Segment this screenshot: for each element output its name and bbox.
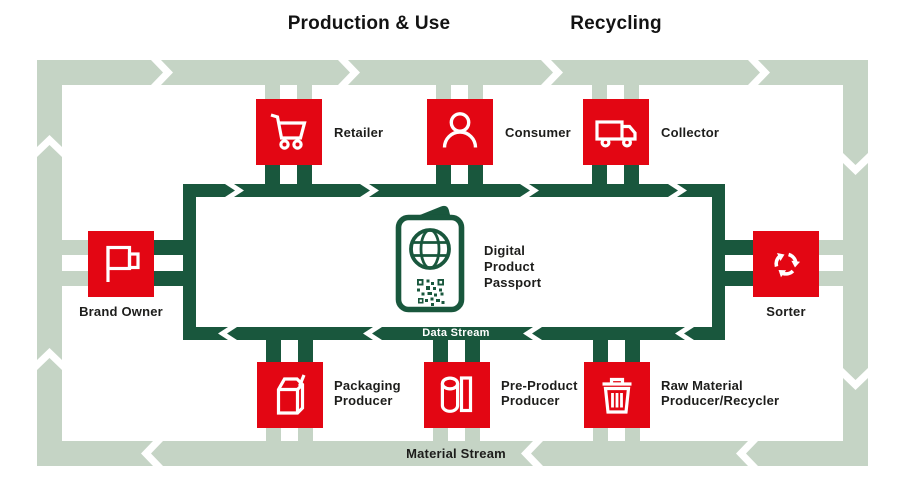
node-label-packaging-producer: Packaging Producer: [334, 378, 401, 408]
node-packaging-producer: [257, 362, 323, 428]
node-label-pre-product-producer: Pre-Product Producer: [501, 378, 578, 408]
node-retailer: [256, 99, 322, 165]
node-consumer: [427, 99, 493, 165]
data-arrow-slits: [218, 184, 694, 340]
data-connectors: [152, 164, 754, 363]
passport-icon: [395, 205, 465, 313]
roll-icon: [440, 376, 473, 413]
node-label-retailer: Retailer: [334, 125, 384, 140]
node-label-collector: Collector: [661, 125, 720, 140]
cart-icon: [270, 113, 307, 150]
node-label-brand-owner: Brand Owner: [79, 304, 163, 319]
node-label-consumer: Consumer: [505, 125, 571, 140]
node-brand-owner: [88, 231, 154, 297]
passport-label: Digital Product Passport: [484, 243, 542, 290]
material-connectors: [61, 84, 844, 442]
flag-icon: [106, 245, 140, 282]
material-stream-label: Material Stream: [406, 446, 506, 461]
recycle-arrows-icon: [774, 252, 801, 278]
trash-icon: [602, 377, 632, 414]
node-label-sorter: Sorter: [766, 304, 806, 319]
node-pre-product-producer: [424, 362, 490, 428]
node-raw-material-producer: [584, 362, 650, 428]
carton-icon: [276, 374, 306, 415]
truck-icon: [595, 120, 637, 148]
section-title-production-use: Production & Use: [287, 13, 451, 34]
node-label-raw-material-producer: Raw Material Producer/Recycler: [661, 378, 780, 408]
data-stream-label: Data Stream: [422, 327, 490, 339]
digital-product-passport: [390, 200, 485, 325]
globe-icon: [409, 228, 451, 270]
material-arrow-slits: [37, 60, 868, 466]
section-title-recycling: Recycling: [570, 13, 662, 34]
node-collector: [583, 99, 649, 165]
person-icon: [442, 112, 478, 148]
node-sorter: [753, 231, 819, 297]
